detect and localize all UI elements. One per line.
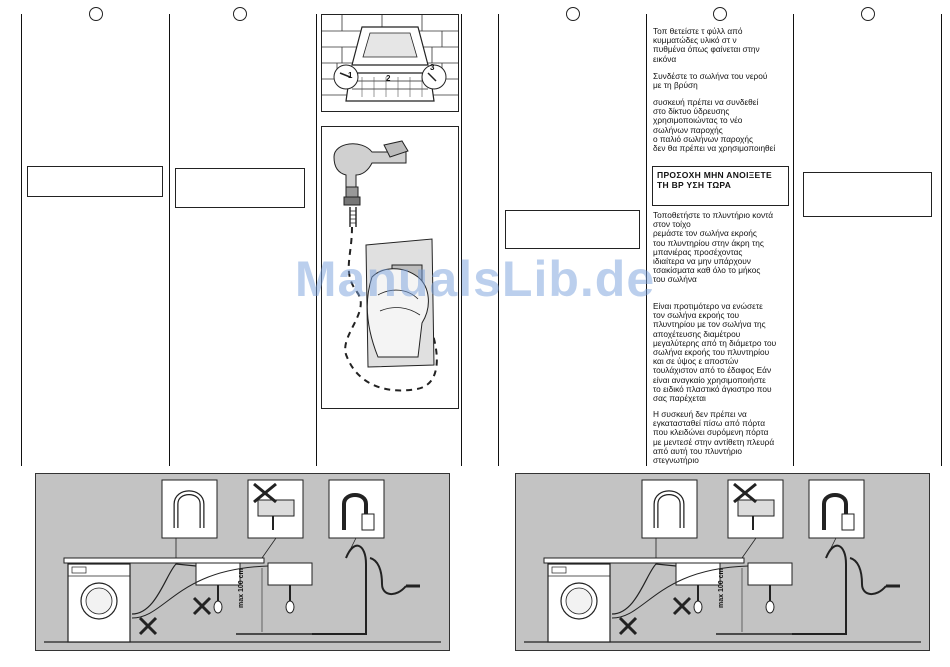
page-left: 1 2 3: [21, 7, 462, 651]
max-height-label: max 100 cm: [238, 568, 245, 608]
note-box: [27, 166, 163, 197]
instruction-new-hose: συσκευή πρέπει να συνδεθεί στο δίκτυο ύδ…: [653, 97, 776, 154]
instruction-drain-hose: Τοποθετήστε το πλυντήριο κοντά στον τοίχ…: [653, 210, 774, 285]
page-circle-icon: [713, 7, 727, 21]
instruction-corrugated-sheet: Τοπ θετείστε τ φύλλ από κυμματώδες υλικό…: [653, 26, 760, 64]
column-divider: [498, 14, 499, 466]
note-box: [803, 172, 932, 217]
column-divider: [461, 14, 462, 466]
crossed-out-icon: [618, 596, 692, 636]
warning-box: ΠΡΟΣΟΧΗ ΜΗΝ ΑΝΟΙΞΕΤΕ ΤΗ ΒΡ ΥΣΗ ΤΩΡΑ: [652, 166, 789, 206]
tap-hose-illustration: [333, 140, 438, 392]
crossed-out-icon: [253, 482, 277, 504]
tap-icon: [333, 140, 409, 206]
crossed-out-icon: [138, 596, 212, 636]
page-circle-icon: [233, 7, 247, 21]
crossed-out-icon: [733, 482, 757, 504]
corrugated-sheet-figure: 1 2 3: [321, 14, 459, 112]
sink-figure: [727, 479, 784, 539]
drain-installation-illustration: [524, 479, 921, 643]
washing-machine-icon: [67, 563, 131, 643]
hand-icon: [366, 268, 429, 358]
page-right: Τοπ θετείστε τ φύλλ από κυμματώδες υλικό…: [475, 0, 950, 667]
max-height-label: max 100 cm: [718, 568, 725, 608]
drain-installation-panel: max 100 cm: [515, 473, 930, 651]
column-divider: [169, 14, 170, 466]
step-3-label: 3: [430, 63, 435, 72]
instruction-drain-pipe: Είναι προτιμότερο να ενώσετε τον σωλήνα …: [653, 301, 777, 404]
note-box: [505, 210, 640, 249]
siphon-icon: [328, 479, 385, 539]
sink-figure: [247, 479, 304, 539]
siphon-icon: [808, 479, 865, 539]
column-divider: [646, 14, 647, 466]
instruction-door-placement: Η συσκευή δεν πρέπει να εγκατασταθεί πίσ…: [653, 409, 775, 466]
drain-installation-panel: max 100 cm: [35, 473, 450, 651]
corrugated-sheet-illustration: [322, 15, 458, 102]
step-1-label: 1: [348, 71, 353, 80]
washing-machine-icon: [547, 563, 611, 643]
hose-hook-icon: [161, 479, 218, 539]
step-2-label: 2: [386, 74, 391, 83]
column-divider: [941, 14, 942, 466]
page-circle-icon: [861, 7, 875, 21]
page-circle-icon: [89, 7, 103, 21]
column-divider: [316, 14, 317, 466]
column-divider: [21, 14, 22, 466]
column-divider: [793, 14, 794, 466]
tap-hose-figure: [321, 126, 459, 409]
instruction-connect-hose: Συνδέστε το σωλήνα του νερού με τη βρύση: [653, 71, 768, 91]
hose-hook-icon: [641, 479, 698, 539]
page-circle-icon: [566, 7, 580, 21]
drain-installation-illustration: [44, 479, 441, 643]
note-box: [175, 168, 305, 208]
